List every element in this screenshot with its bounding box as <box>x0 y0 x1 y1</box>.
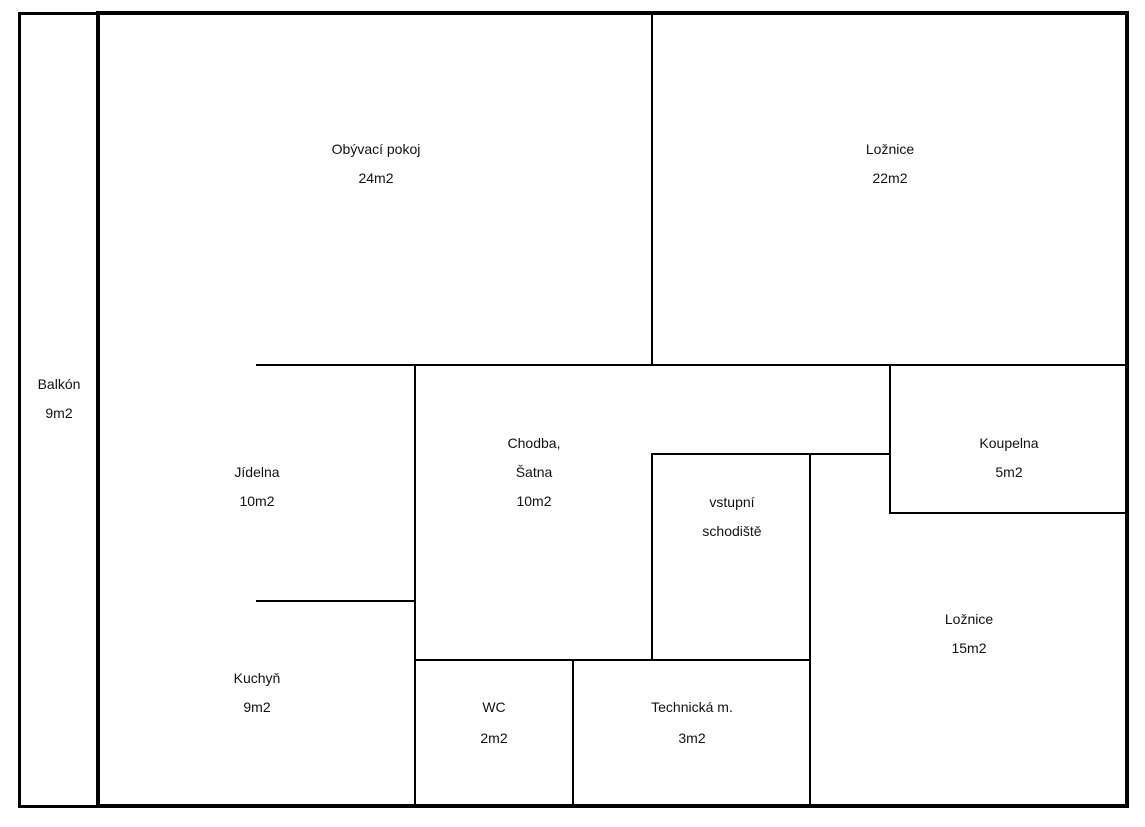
balcony-wall-top <box>18 12 98 15</box>
wall-dining-kitchen <box>256 600 415 602</box>
balcony-wall-bottom <box>18 805 98 808</box>
room-dining: Jídelna 10m2 <box>234 458 279 516</box>
room-area: 10m2 <box>239 493 275 509</box>
room-name: Obývací pokoj <box>331 141 421 157</box>
room-name: Koupelna <box>979 435 1039 451</box>
room-area: 2m2 <box>480 730 508 746</box>
outer-wall-top <box>96 11 1129 15</box>
room-name-line2: schodiště <box>702 523 762 539</box>
room-area: 24m2 <box>358 170 394 186</box>
room-name: Ložnice <box>944 611 994 627</box>
room-living-room: Obývací pokoj 24m2 <box>332 135 421 193</box>
room-name: Balkón <box>37 376 81 392</box>
room-name-line1: vstupní <box>709 494 755 510</box>
wall-stairs-left <box>651 453 653 660</box>
room-name: Jídelna <box>234 464 280 480</box>
room-area: 10m2 <box>516 493 552 509</box>
room-name: Technická m. <box>651 699 733 715</box>
room-balcony: Balkón 9m2 <box>38 370 81 428</box>
wall-bathroom-left <box>889 366 891 514</box>
room-area: 22m2 <box>872 170 908 186</box>
room-area: 15m2 <box>951 640 987 656</box>
room-name: WC <box>482 699 506 715</box>
room-name: Kuchyň <box>233 670 281 686</box>
wall-dining-hall <box>414 366 416 806</box>
wall-wc-technical <box>572 659 574 806</box>
balcony-wall-left <box>18 12 21 808</box>
room-bedroom-small: Ložnice 15m2 <box>945 605 993 663</box>
wall-stairs-top <box>651 453 890 455</box>
wall-wc-top <box>414 659 811 661</box>
room-name-line2: Šatna <box>515 464 553 480</box>
room-wc: WC 2m2 <box>480 693 507 753</box>
room-name-line1: Chodba, <box>507 435 561 451</box>
room-bathroom: Koupelna 5m2 <box>979 429 1038 487</box>
wall-living-bedroom <box>651 13 653 366</box>
room-bedroom-large: Ložnice 22m2 <box>866 135 914 193</box>
wall-horizontal-mid <box>256 364 1127 366</box>
outer-wall-left <box>96 11 100 808</box>
room-area: 9m2 <box>45 405 73 421</box>
wall-stairs-right <box>809 453 811 806</box>
outer-wall-bottom <box>96 804 1129 808</box>
room-kitchen: Kuchyň 9m2 <box>234 664 281 722</box>
room-name: Ložnice <box>865 141 915 157</box>
wall-bathroom-bottom <box>889 512 1127 514</box>
outer-wall-right <box>1125 11 1129 808</box>
room-entrance-stairs: vstupní schodiště <box>702 488 761 546</box>
room-technical: Technická m. 3m2 <box>651 693 733 753</box>
room-hallway-wardrobe: Chodba, Šatna 10m2 <box>508 429 561 516</box>
room-area: 9m2 <box>243 699 271 715</box>
room-area: 3m2 <box>678 730 706 746</box>
room-area: 5m2 <box>995 464 1023 480</box>
